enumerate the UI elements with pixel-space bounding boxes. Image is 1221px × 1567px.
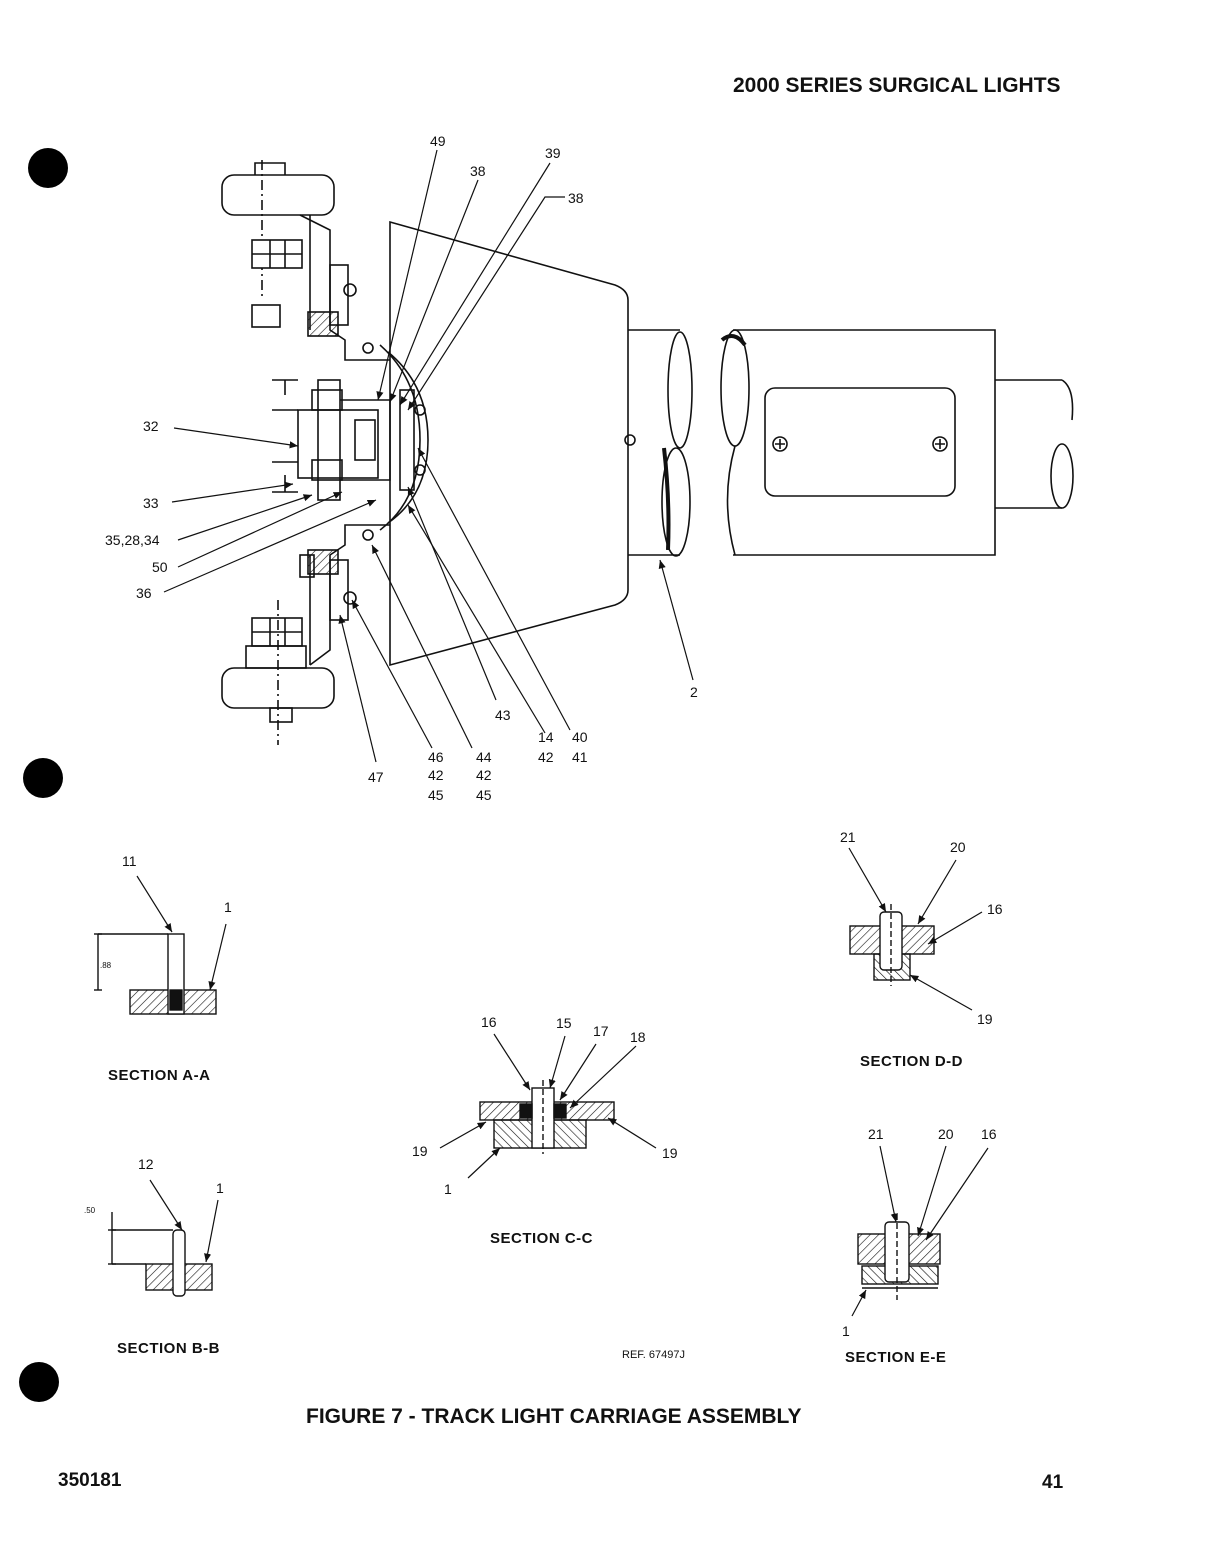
dimension-label: .50 <box>84 1206 96 1215</box>
callout: 2 <box>690 684 698 700</box>
section-cc-title: SECTION C-C <box>490 1230 593 1247</box>
section-bb-drawing <box>108 1212 212 1296</box>
section-bb-title: SECTION B-B <box>117 1340 220 1357</box>
callout: 40 <box>572 729 588 745</box>
callout: 1 <box>444 1181 452 1197</box>
callout: 14 <box>538 729 554 745</box>
callout: 20 <box>950 839 966 855</box>
callout: 18 <box>630 1029 646 1045</box>
callout: 41 <box>572 749 588 765</box>
callout: 46 <box>428 749 444 765</box>
callout: 20 <box>938 1126 954 1142</box>
main-leader-lines <box>164 150 693 762</box>
section-dd-title: SECTION D-D <box>860 1053 963 1070</box>
callout: 33 <box>143 495 159 511</box>
callout: 42 <box>428 767 444 783</box>
section-cc-drawing <box>480 1080 614 1154</box>
callout: 49 <box>430 133 446 149</box>
figure-caption: FIGURE 7 - TRACK LIGHT CARRIAGE ASSEMBLY <box>306 1405 801 1429</box>
callout: 19 <box>662 1145 678 1161</box>
section-aa-title: SECTION A-A <box>108 1067 210 1084</box>
callout: 43 <box>495 707 511 723</box>
callout: 16 <box>987 901 1003 917</box>
main-callouts: 49 38 39 38 32 33 35,28,34 50 36 43 14 4… <box>105 133 698 803</box>
callout: 17 <box>593 1023 609 1039</box>
document-number: 350181 <box>58 1470 121 1492</box>
callout: 16 <box>981 1126 997 1142</box>
callout: 12 <box>138 1156 154 1172</box>
drawing-reference: REF. 67497J <box>622 1349 685 1361</box>
callout: 45 <box>476 787 492 803</box>
callout: 44 <box>476 749 492 765</box>
callout: 39 <box>545 145 561 161</box>
callout: 1 <box>224 899 232 915</box>
carriage-assembly-drawing <box>222 160 1073 745</box>
dimension-label: .88 <box>100 961 112 970</box>
callout: 50 <box>152 559 168 575</box>
callout: 15 <box>556 1015 572 1031</box>
section-ee-drawing <box>858 1214 940 1300</box>
callout: 1 <box>216 1180 224 1196</box>
callout: 38 <box>470 163 486 179</box>
callout: 47 <box>368 769 384 785</box>
callout: 38 <box>568 190 584 206</box>
section-ee-title: SECTION E-E <box>845 1349 946 1366</box>
page-number: 41 <box>1042 1472 1063 1494</box>
callout: 16 <box>481 1014 497 1030</box>
callout: 45 <box>428 787 444 803</box>
callout: 19 <box>977 1011 993 1027</box>
callout: 42 <box>538 749 554 765</box>
callout: 42 <box>476 767 492 783</box>
callout: 1 <box>842 1323 850 1339</box>
callout: 21 <box>868 1126 884 1142</box>
callout: 19 <box>412 1143 428 1159</box>
callout: 32 <box>143 418 159 434</box>
callout: 36 <box>136 585 152 601</box>
section-aa-drawing <box>94 934 216 1014</box>
callout: 35,28,34 <box>105 532 160 548</box>
callout: 11 <box>122 853 137 869</box>
callout: 21 <box>840 829 856 845</box>
section-dd-drawing <box>850 904 934 986</box>
